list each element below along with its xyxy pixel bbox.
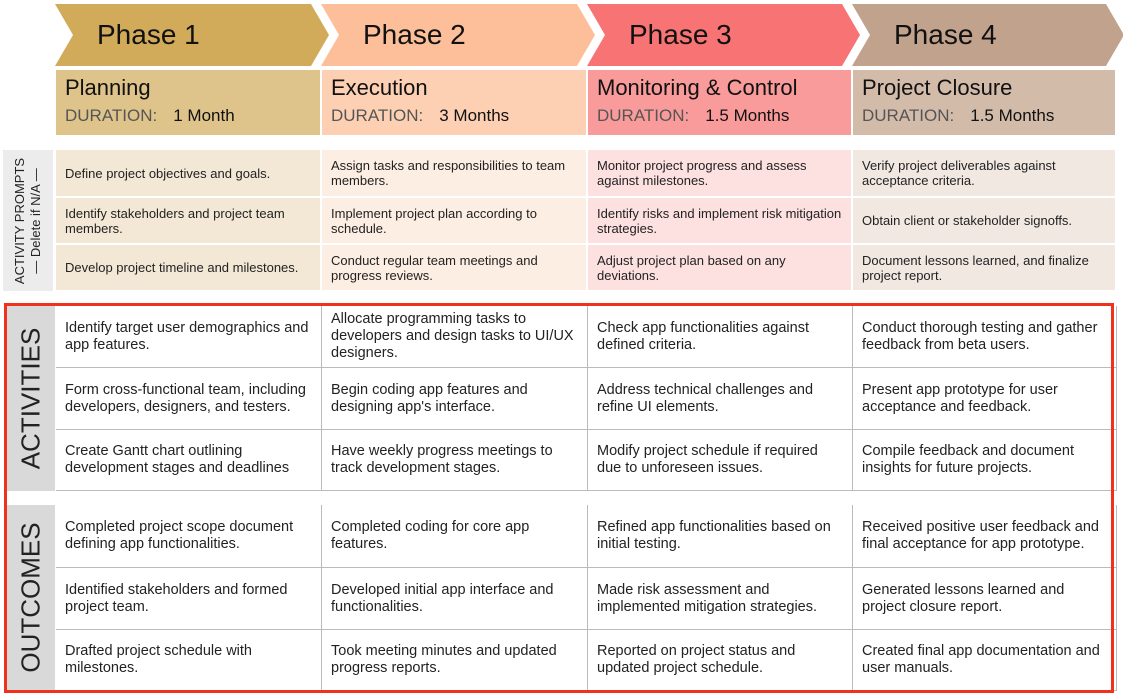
prompts-sublabel: — Delete if N/A —	[28, 167, 44, 274]
phase-title: Execution	[331, 75, 428, 100]
prompt-cell: Develop project timeline and milestones.	[56, 245, 322, 292]
phase-name: Phase 1	[97, 19, 200, 50]
phase-title: Planning	[65, 75, 151, 100]
prompt-cell: Implement project plan according to sche…	[322, 198, 588, 245]
prompt-cell: Identify stakeholders and project team m…	[56, 198, 322, 245]
outcome-cell: Reported on project status and updated p…	[588, 630, 853, 691]
duration-label: DURATION:	[597, 106, 690, 125]
side-label-prompts: ACTIVITY PROMPTS — Delete if N/A —	[3, 150, 53, 291]
phase-arrow: Phase 1	[55, 4, 329, 66]
outcome-cell: Took meeting minutes and updated progres…	[322, 630, 588, 691]
phase-arrow: Phase 3	[587, 4, 860, 66]
activity-cell: Modify project schedule if required due …	[588, 430, 853, 491]
duration: DURATION: 3 Months	[331, 106, 577, 126]
activity-cell: Identify target user demographics and ap…	[56, 306, 322, 368]
activity-cell: Address technical challenges and refine …	[588, 368, 853, 430]
outcome-cell: Created final app documentation and user…	[853, 630, 1117, 691]
outcome-cell: Developed initial app interface and func…	[322, 568, 588, 630]
prompt-cell: Document lessons learned, and finalize p…	[853, 245, 1117, 292]
activity-cell: Allocate programming tasks to developers…	[322, 306, 588, 368]
duration-label: DURATION:	[862, 106, 955, 125]
duration-label: DURATION:	[65, 106, 158, 125]
phase-arrow: Phase 4	[852, 4, 1123, 66]
outcome-cell: Received positive user feedback and fina…	[853, 505, 1117, 568]
duration-value: 3 Months	[439, 106, 510, 125]
activity-cell: Have weekly progress meetings to track d…	[322, 430, 588, 491]
outcome-cell: Refined app functionalities based on ini…	[588, 505, 853, 568]
prompts-label: ACTIVITY PROMPTS	[12, 157, 28, 284]
prompt-cell: Identify risks and implement risk mitiga…	[588, 198, 853, 245]
outcome-cell: Completed project scope document definin…	[56, 505, 322, 568]
outcome-cell: Completed coding for core app features.	[322, 505, 588, 568]
outcome-cell: Identified stakeholders and formed proje…	[56, 568, 322, 630]
activity-cell: Present app prototype for user acceptanc…	[853, 368, 1117, 430]
prompt-cell: Monitor project progress and assess agai…	[588, 150, 853, 198]
phase-name: Phase 3	[629, 19, 732, 50]
activity-cell: Conduct thorough testing and gather feed…	[853, 306, 1117, 368]
activities-label: ACTIVITIES	[15, 327, 46, 470]
prompt-cell: Conduct regular team meetings and progre…	[322, 245, 588, 292]
prompt-cell: Adjust project plan based on any deviati…	[588, 245, 853, 292]
phase-arrow: Phase 2	[321, 4, 595, 66]
phase-name: Phase 2	[363, 19, 466, 50]
duration-value: 1.5 Months	[705, 106, 790, 125]
side-label-outcomes: OUTCOMES	[7, 505, 55, 690]
activity-cell: Compile feedback and document insights f…	[853, 430, 1117, 491]
phase-title: Project Closure	[862, 75, 1013, 100]
prompt-cell: Verify project deliverables against acce…	[853, 150, 1117, 198]
prompt-cell: Define project objectives and goals.	[56, 150, 322, 198]
activity-cell: Check app functionalities against define…	[588, 306, 853, 368]
activity-cell: Create Gantt chart outlining development…	[56, 430, 322, 491]
prompt-cell: Assign tasks and responsibilities to tea…	[322, 150, 588, 198]
activity-cell: Begin coding app features and designing …	[322, 368, 588, 430]
duration-label: DURATION:	[331, 106, 424, 125]
outcome-cell: Made risk assessment and implemented mit…	[588, 568, 853, 630]
duration: DURATION: 1 Month	[65, 106, 311, 126]
duration: DURATION: 1.5 Months	[597, 106, 842, 126]
prompt-cell: Obtain client or stakeholder signoffs.	[853, 198, 1117, 245]
duration-value: 1.5 Months	[970, 106, 1055, 125]
outcome-cell: Drafted project schedule with milestones…	[56, 630, 322, 691]
activity-cell: Form cross-functional team, including de…	[56, 368, 322, 430]
side-label-activities: ACTIVITIES	[7, 306, 55, 491]
phase-name: Phase 4	[894, 19, 997, 50]
outcome-cell: Generated lessons learned and project cl…	[853, 568, 1117, 630]
duration: DURATION: 1.5 Months	[862, 106, 1106, 126]
phase-title: Monitoring & Control	[597, 75, 798, 100]
duration-value: 1 Month	[173, 106, 235, 125]
outcomes-label: OUTCOMES	[15, 522, 46, 673]
